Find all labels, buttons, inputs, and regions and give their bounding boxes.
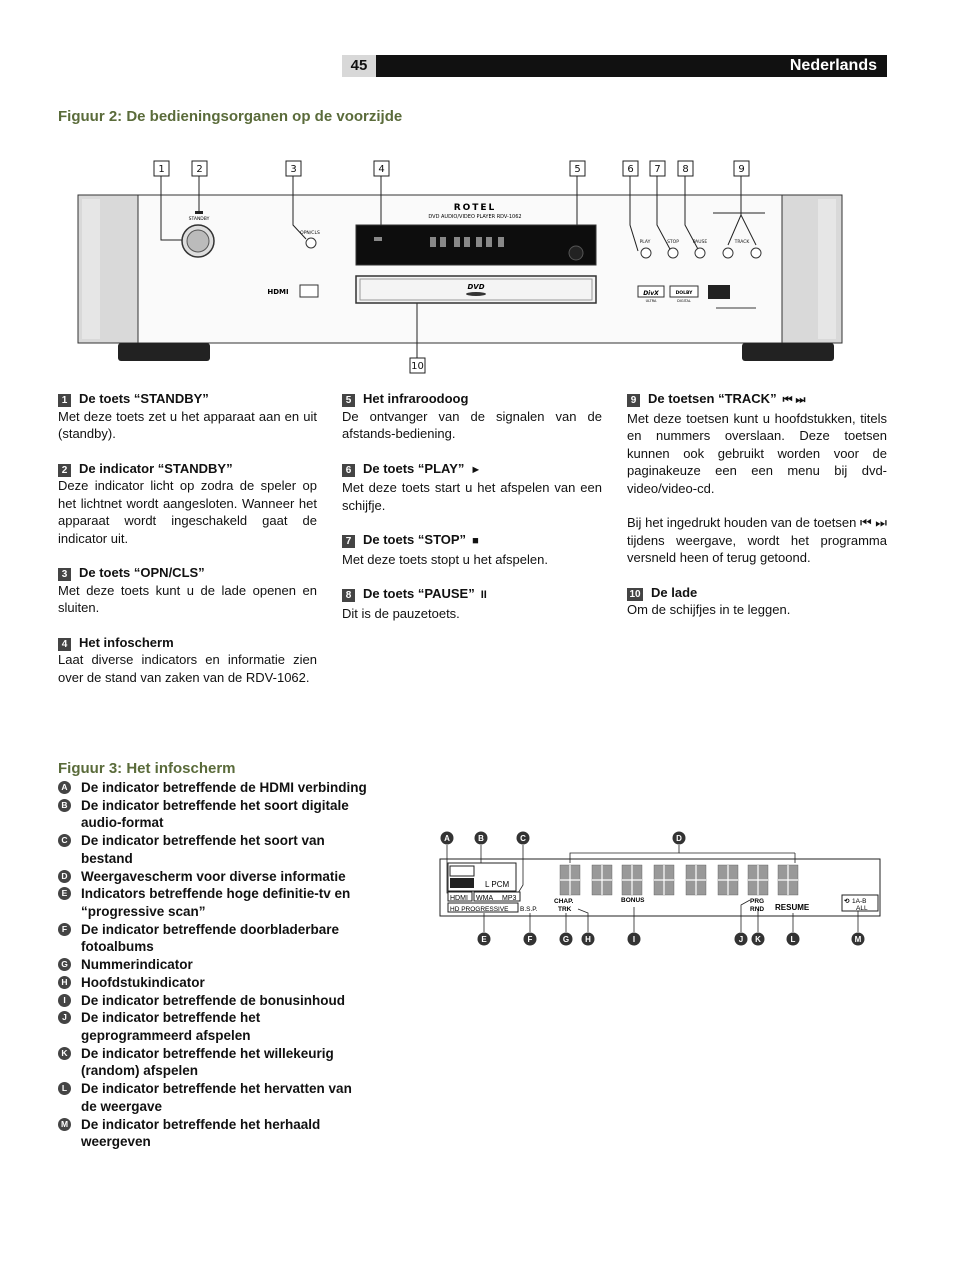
front-panel-illustration: 1 2 3 4 5 6 7 8 9 10 STANDBY OPN/CLS: [77, 160, 843, 374]
dvd-logo: DVD: [467, 283, 484, 291]
callout-8: 8: [682, 164, 688, 175]
page-number: 45: [342, 55, 376, 77]
hdmi-logo: HDMI: [267, 288, 288, 296]
resume-indicator: RESUME: [775, 903, 810, 912]
standby-label: STANDBY: [189, 216, 210, 222]
figure-2-title: Figuur 2: De bedieningsorganen op de voo…: [58, 108, 403, 125]
trk-indicator: TRK: [558, 906, 572, 913]
repeat-icon: ⟲: [844, 898, 850, 905]
dolby-logo: DOLBY: [676, 290, 694, 296]
callout-k: K: [755, 935, 761, 944]
ab-indicator: 1A-B: [852, 898, 866, 905]
callout-h: H: [585, 935, 591, 944]
track-label: TRACK: [734, 239, 751, 245]
bonus-indicator: BONUS: [621, 897, 645, 904]
callout-5: 5: [574, 164, 580, 175]
pause-icon: II: [480, 589, 487, 601]
callout-c: C: [520, 834, 526, 843]
hd-progressive-indicator: HD PROGRESSIVE: [450, 906, 509, 913]
callout-4: 4: [378, 164, 384, 175]
callout-9: 9: [738, 164, 744, 175]
opn-cls-label: OPN/CLS: [300, 230, 320, 236]
lpcm-indicator: L PCM: [485, 880, 509, 889]
callout-j: J: [739, 935, 743, 944]
callout-3: 3: [290, 164, 296, 175]
callout-f: F: [528, 935, 533, 944]
chap-indicator: CHAP.: [554, 898, 574, 905]
brand-logo: ROTEL: [454, 203, 497, 213]
ultra-label: ULTRA: [646, 299, 657, 303]
wma-indicator: WMA: [476, 895, 493, 902]
track-skip-icon: ⏮ ⏭: [782, 394, 806, 406]
callout-b: B: [478, 834, 484, 843]
callout-l: L: [791, 935, 796, 944]
callout-e: E: [481, 935, 487, 944]
play-label: PLAY: [640, 239, 651, 245]
callout-a: A: [444, 834, 450, 843]
language-header: Nederlands: [376, 55, 887, 77]
mp3-indicator: MP3: [502, 895, 517, 902]
stop-icon: ■: [472, 535, 479, 547]
info-display-diagram: A B C D E F G H I J K L M L PCM HDMI: [439, 831, 881, 946]
bsp-indicator: B.S.P.: [520, 906, 538, 913]
figure-3-title: Figuur 3: Het infoscherm: [58, 760, 236, 777]
prg-indicator: PRG: [750, 898, 764, 905]
callout-m: M: [855, 935, 862, 944]
callout-i: I: [633, 935, 635, 944]
pause-label: PAUSE: [693, 239, 708, 245]
digital-label: DIGITAL: [677, 299, 691, 303]
model-label: DVD AUDIO/VIDEO PLAYER RDV-1062: [428, 214, 521, 220]
all-indicator: ALL: [856, 905, 868, 912]
callout-d: D: [676, 834, 682, 843]
callout-10: 10: [411, 361, 424, 372]
callout-2: 2: [196, 164, 202, 175]
callout-7: 7: [654, 164, 660, 175]
callout-g: G: [563, 935, 569, 944]
play-icon: ►: [470, 463, 482, 476]
stop-label: STOP: [667, 239, 679, 245]
callout-6: 6: [627, 164, 633, 175]
callout-1: 1: [158, 164, 164, 175]
rnd-indicator: RND: [750, 906, 764, 913]
divx-logo: DivX: [643, 290, 659, 297]
hdmi-indicator: HDMI: [450, 895, 468, 902]
